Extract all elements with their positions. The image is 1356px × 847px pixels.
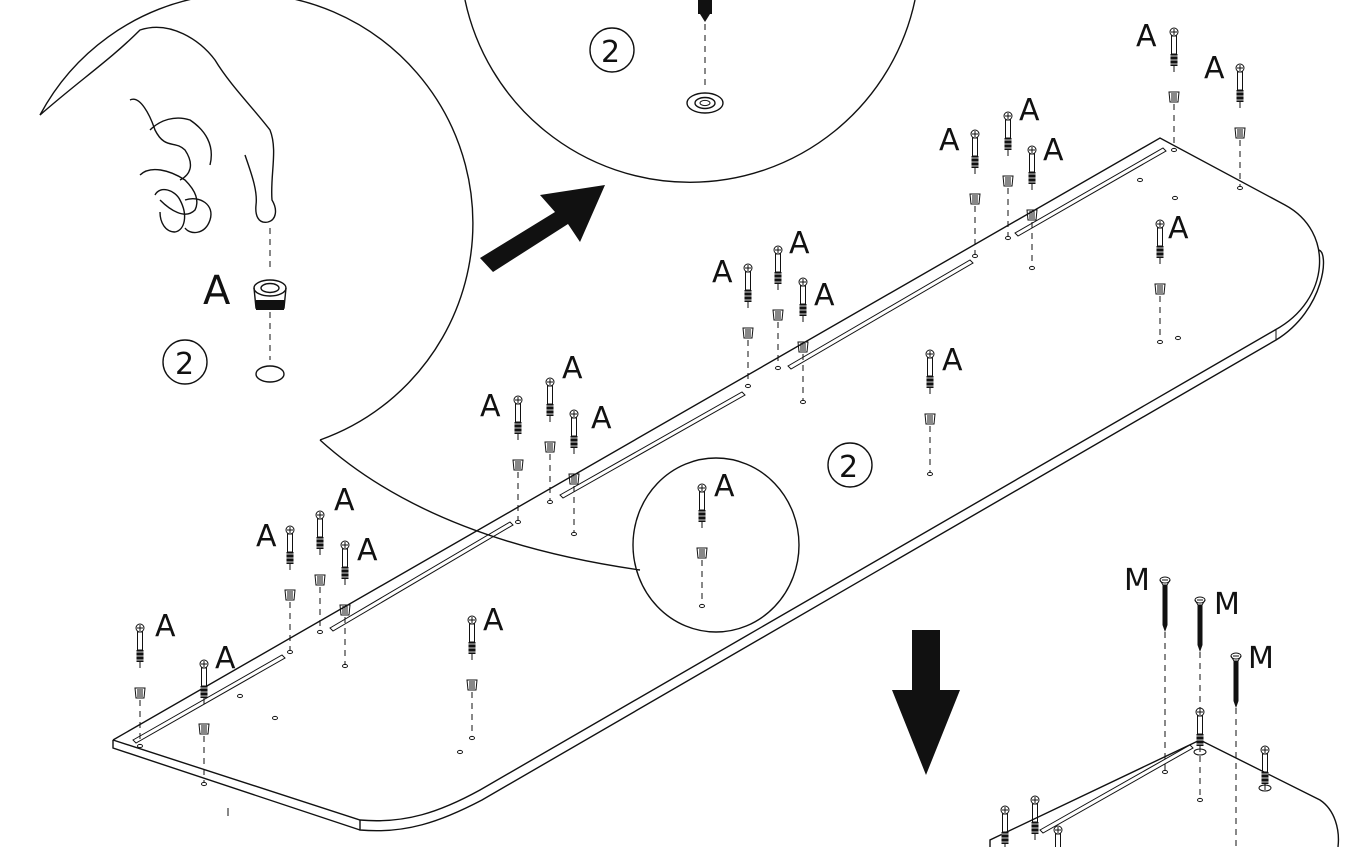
step-number-panel: 2 [839,450,858,485]
label-a-2: A [215,641,236,676]
label-a-1: A [155,609,176,644]
label-a-14: A [942,343,963,378]
step-number-zoom-top: 2 [601,35,620,70]
label-m-3: M [1248,641,1274,676]
part-labels-m: M M M [1124,563,1274,676]
step-number-zoom-left: 2 [175,347,194,382]
arrow-down-icon [892,630,960,775]
panel-grooves [132,147,1167,744]
label-m-1: M [1124,563,1150,598]
second-panel [989,576,1340,847]
arrow-right-up-icon [480,185,605,272]
label-a-15: A [939,123,960,158]
label-a-19: A [1136,19,1157,54]
label-a-3: A [256,519,277,554]
zoom-circle-top [464,0,916,184]
label-a-18: A [1168,211,1189,246]
label-a-8: A [562,351,583,386]
dowel-groups [134,27,1246,787]
label-a-17: A [1043,133,1064,168]
tabletop-panel [112,137,1325,832]
label-m-2: M [1214,587,1240,622]
part-labels-a: A A A A A A A A A A A A A A A A A A A A [155,19,1225,676]
cam-dowel-icon [253,279,287,383]
label-a-7: A [480,389,501,424]
label-a-9: A [591,401,612,436]
label-a-5: A [357,533,378,568]
label-a-20: A [1204,51,1225,86]
part-label-a-zoom: A [203,268,231,314]
label-a-10: A [714,469,735,504]
label-a-16: A [1019,93,1040,128]
label-a-13: A [814,278,835,313]
label-a-4: A [334,483,355,518]
label-a-11: A [712,255,733,290]
label-a-12: A [789,226,810,261]
zoom-circle-hand [39,0,641,571]
label-a-6: A [483,603,504,638]
hand-icon [39,26,277,234]
zoom-circle-small [632,457,800,633]
